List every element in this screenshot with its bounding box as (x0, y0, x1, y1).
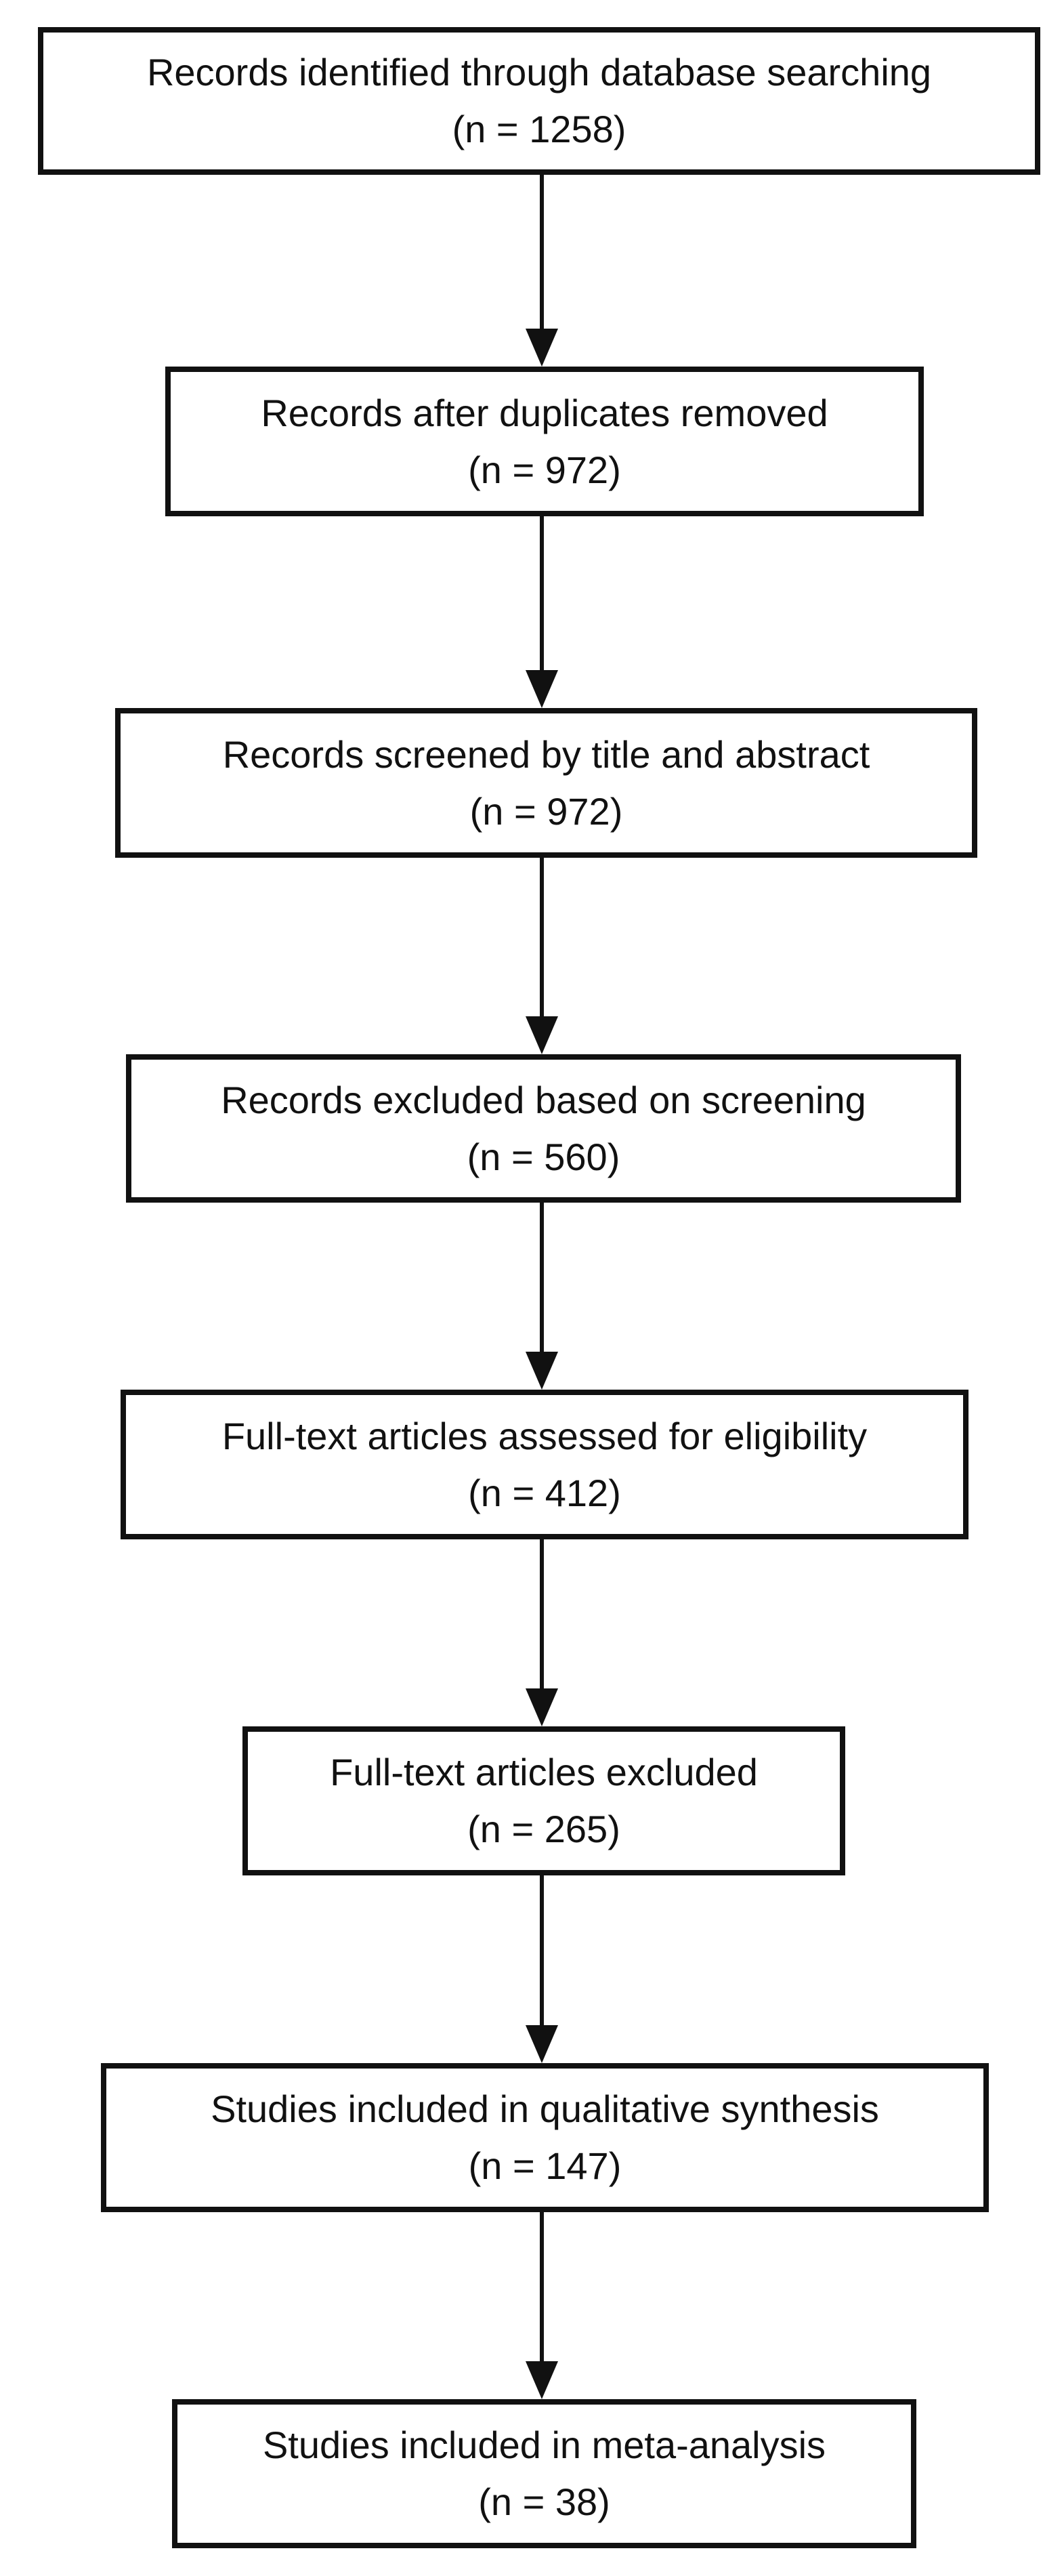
arrow-line (540, 1875, 544, 2029)
flow-arrow (526, 516, 558, 708)
flow-box-duplicates-removed: Records after duplicates removed (n = 97… (165, 367, 924, 516)
arrowhead-icon (526, 2361, 558, 2399)
box-count: (n = 1258) (452, 108, 626, 150)
box-count: (n = 265) (467, 1808, 620, 1850)
arrowhead-icon (526, 2025, 558, 2063)
box-label: Records excluded based on screening (221, 1078, 866, 1121)
flow-arrow (526, 175, 558, 367)
flow-arrow (526, 2212, 558, 2399)
flow-box-records-screened: Records screened by title and abstract (… (115, 708, 977, 858)
arrowhead-icon (526, 1016, 558, 1054)
flow-arrow (526, 858, 558, 1054)
box-label: Records after duplicates removed (261, 391, 828, 434)
box-count: (n = 412) (468, 1471, 621, 1514)
box-count: (n = 147) (468, 2144, 622, 2187)
box-label: Full-text articles assessed for eligibil… (221, 1414, 868, 1457)
arrowhead-icon (526, 1688, 558, 1726)
flow-box-fulltext-excluded: Full-text articles excluded (n = 265) (242, 1726, 845, 1875)
box-count: (n = 972) (468, 448, 621, 491)
arrow-line (540, 1203, 544, 1356)
box-count: (n = 972) (469, 789, 623, 833)
flow-box-qualitative-synthesis: Studies included in qualitative synthesi… (101, 2063, 989, 2212)
flow-arrow (526, 1539, 558, 1726)
box-label: Full-text articles excluded (330, 1751, 758, 1793)
box-label: Studies included in qualitative synthesi… (211, 2087, 879, 2130)
box-count: (n = 38) (478, 2480, 610, 2523)
box-label: Studies included in meta-analysis (262, 2424, 826, 2466)
arrow-line (540, 175, 544, 333)
arrow-line (540, 858, 544, 1020)
arrowhead-icon (526, 329, 558, 367)
box-count: (n = 560) (467, 1135, 620, 1178)
arrowhead-icon (526, 670, 558, 708)
flow-arrow (526, 1203, 558, 1390)
box-label: Records identified through database sear… (146, 51, 932, 94)
box-label: Records screened by title and abstract (222, 732, 870, 776)
arrow-line (540, 1539, 544, 1692)
flow-box-fulltext-assessed: Full-text articles assessed for eligibil… (121, 1390, 969, 1539)
arrow-line (540, 516, 544, 674)
flow-box-meta-analysis: Studies included in meta-analysis (n = 3… (172, 2399, 916, 2548)
arrowhead-icon (526, 1352, 558, 1390)
flow-box-records-excluded-screening: Records excluded based on screening (n =… (126, 1054, 961, 1203)
flow-arrow (526, 1875, 558, 2063)
arrow-line (540, 2212, 544, 2365)
flow-box-records-identified: Records identified through database sear… (38, 27, 1040, 175)
